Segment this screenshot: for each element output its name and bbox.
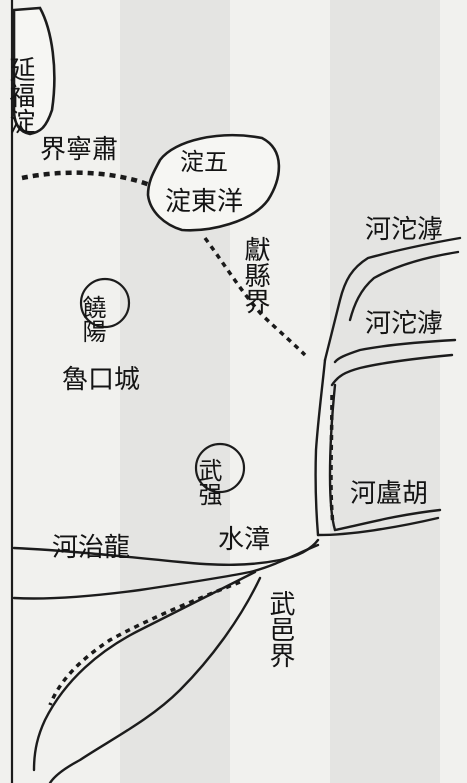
hutuo-river-upper-bank-2 (348, 250, 460, 322)
hutuo-river-lower-bank (333, 338, 457, 364)
label-longzhi-river: 河治龍 (52, 533, 130, 563)
hulu-river-bank-2 (316, 516, 440, 537)
yangdong-marsh (146, 134, 281, 232)
label-hutuo-lower: 河沱滹 (365, 309, 443, 339)
yanfu-marsh (12, 6, 56, 136)
channel-boundary (329, 394, 335, 526)
label-suning-border: 界寧肅 (40, 135, 118, 165)
label-zhang-river: 水漳 (218, 525, 270, 555)
label-wuqiang-city: 武强 (194, 458, 222, 506)
longzhi-river-south-bank (12, 543, 320, 600)
wuyi-boundary (48, 580, 241, 706)
label-lukou-town: 魯口城 (62, 365, 140, 395)
raoyang-city-marker (79, 277, 131, 329)
label-yang-dongdian: 淀東洋 (165, 187, 243, 217)
zhang-river-south-channel-2 (48, 576, 262, 783)
watermark-block (330, 0, 440, 783)
watermark-block (120, 0, 230, 783)
wuqiang-city-marker (194, 442, 246, 494)
zhang-river-south-channel (32, 570, 257, 772)
hutuo-river-upper-bank (323, 236, 462, 362)
label-hutuo-upper: 河沱滹 (365, 215, 443, 245)
hutuo-main-channel-west (314, 358, 327, 537)
label-yanfu-dian: 延福淀 (5, 56, 35, 134)
suning-boundary (21, 170, 151, 188)
hulu-river-bank (333, 508, 442, 532)
label-xianxian-border: 獻縣界 (240, 236, 270, 314)
label-wuyi-border: 武邑界 (265, 590, 295, 668)
label-hulu-river: 河盧胡 (350, 479, 428, 509)
label-wu-dian: 淀五 (180, 148, 228, 176)
label-raoyang-city: 饒陽 (78, 295, 106, 343)
hutuo-river-lower-bank-2 (330, 353, 454, 387)
